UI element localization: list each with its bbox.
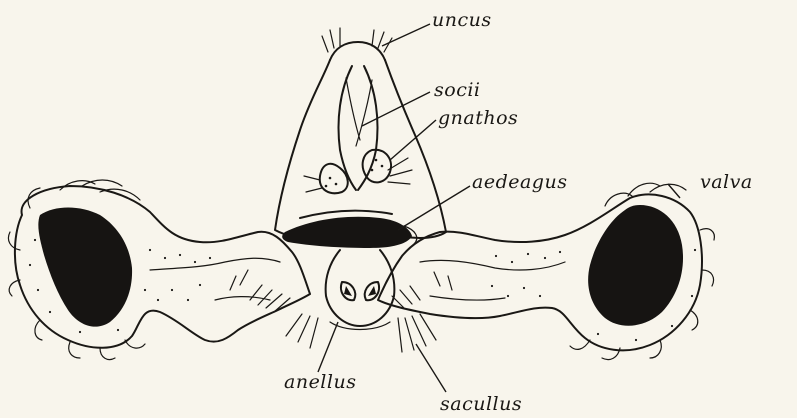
left-valva-setae-mass	[38, 208, 132, 327]
leader-uncus	[382, 24, 430, 46]
label-sacullus: sacullus	[440, 393, 522, 415]
aedeagus	[282, 211, 417, 248]
right-valva	[378, 183, 714, 359]
leader-socii	[362, 92, 430, 126]
leader-lines	[318, 24, 680, 392]
sacullus-setae	[286, 314, 436, 352]
right-valva-setae-mass	[588, 205, 683, 326]
label-aedeagus: aedeagus	[472, 171, 567, 193]
label-socii: socii	[434, 79, 480, 101]
label-valva: valva	[700, 171, 753, 193]
label-gnathos: gnathos	[438, 107, 518, 129]
left-valva	[8, 180, 310, 360]
leader-gnathos	[390, 120, 436, 160]
anellus-juxta	[326, 250, 395, 330]
leader-sacullus	[416, 344, 446, 392]
leader-anellus	[318, 322, 338, 372]
label-anellus: anellus	[284, 371, 356, 393]
leader-aedeagus	[398, 186, 470, 230]
label-uncus: uncus	[432, 9, 492, 31]
